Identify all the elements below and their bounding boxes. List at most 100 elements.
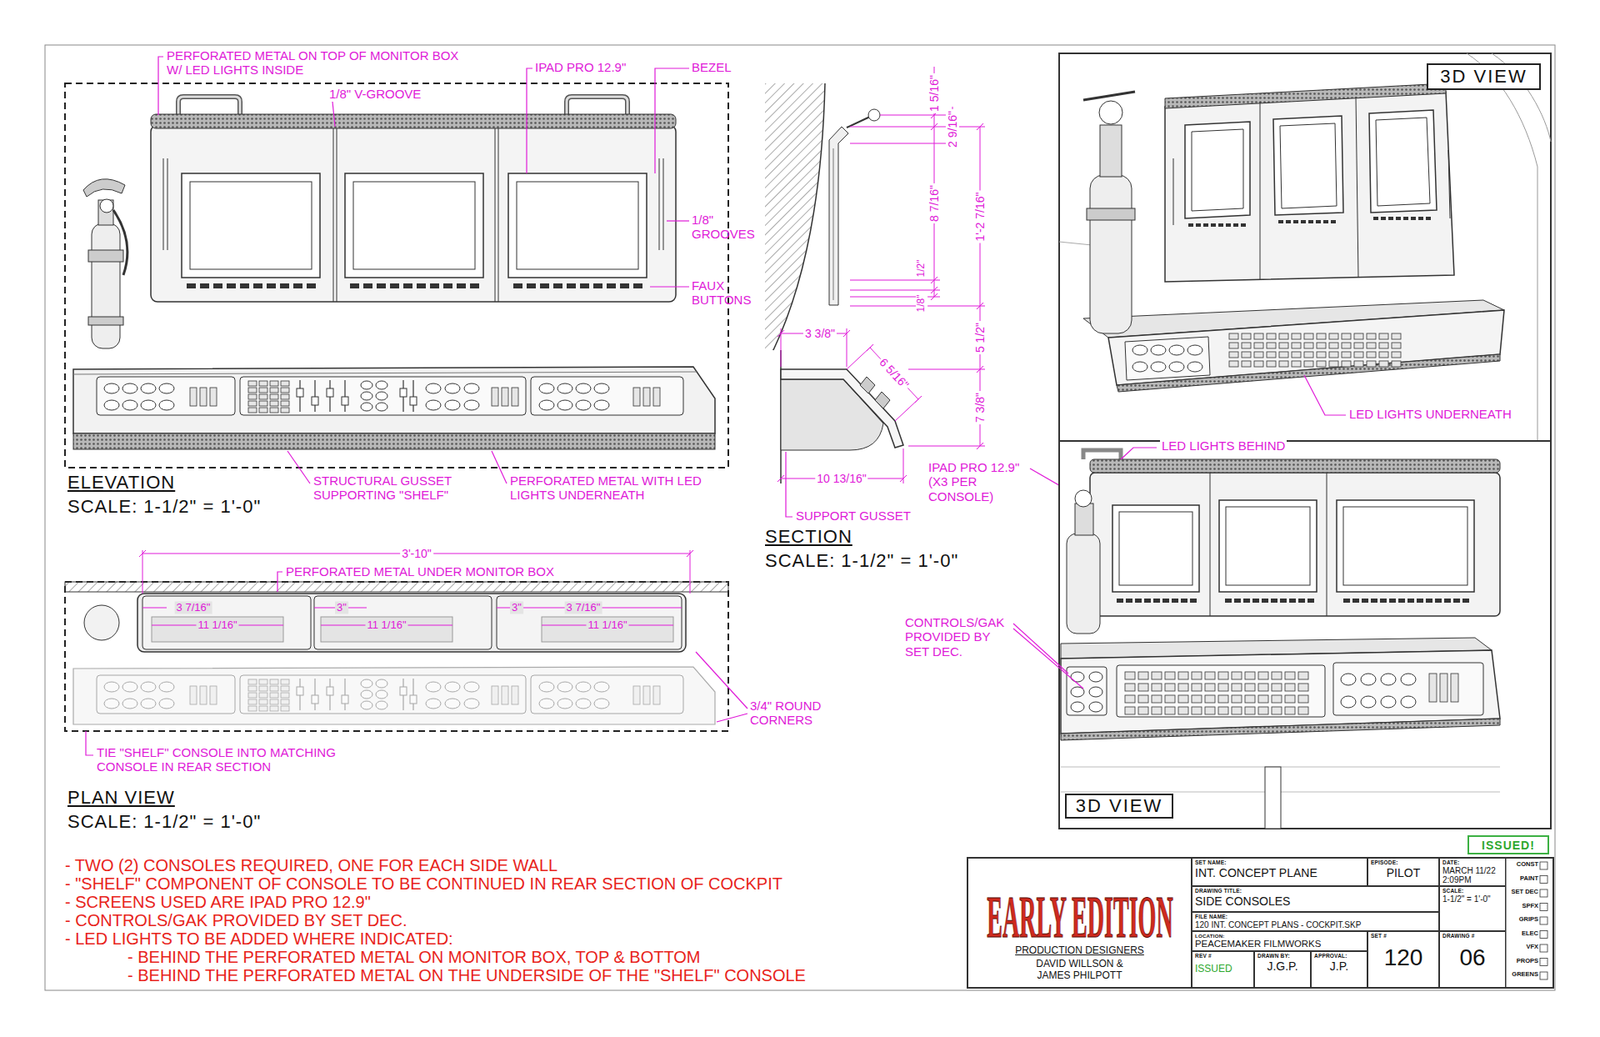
faux-buttons	[200, 283, 210, 289]
perspective-views	[1059, 440, 1551, 442]
console-controls	[1341, 351, 1351, 358]
leader-line	[785, 451, 793, 517]
console-controls	[1178, 671, 1189, 680]
console-controls	[1218, 695, 1229, 703]
console-controls	[1343, 598, 1350, 603]
console-controls	[1125, 671, 1135, 680]
console-controls	[1125, 695, 1135, 703]
general-note: - BEHIND THE PERFORATED METAL ON THE UND…	[127, 966, 806, 984]
console-controls	[1304, 360, 1314, 367]
elevation-drawing	[163, 158, 165, 250]
console-controls	[1165, 671, 1175, 680]
dimension-label: 11 1/16"	[195, 619, 239, 632]
faux-buttons	[280, 283, 290, 289]
title-block	[967, 857, 1554, 988]
console-controls	[1165, 683, 1175, 691]
console-controls	[1180, 598, 1188, 603]
plan-drawing	[151, 616, 284, 642]
console-controls	[1298, 671, 1309, 680]
plan-drawing	[137, 593, 686, 652]
callout-label: 1/8" GROOVES	[691, 212, 759, 242]
console-controls	[1379, 360, 1389, 367]
faux-buttons	[513, 283, 523, 289]
console-controls	[1178, 683, 1189, 691]
elevation-drawing	[566, 96, 628, 115]
dimension-label: 3 3/8"	[803, 326, 837, 340]
console-controls	[1450, 673, 1459, 702]
console-controls	[1271, 706, 1282, 715]
section-drawing	[780, 369, 904, 448]
dimension-line	[908, 445, 985, 447]
cell-value: INT. CONCEPT PLANE	[1195, 865, 1365, 880]
console-controls	[1391, 342, 1401, 349]
console-controls	[1308, 220, 1314, 224]
section-drawing	[829, 126, 849, 305]
elevation-drawing	[96, 376, 684, 415]
console-controls	[1070, 701, 1085, 712]
perspective-views	[1173, 158, 1175, 225]
dimension-label: 3"	[335, 601, 349, 615]
console-controls	[1379, 351, 1389, 358]
console-controls	[1366, 342, 1376, 349]
faux-buttons	[540, 283, 550, 289]
console-controls	[1444, 598, 1451, 603]
console-controls	[1132, 216, 1431, 372]
console-controls	[1270, 598, 1278, 603]
dimension-label: 11 1/16"	[365, 619, 408, 632]
console-controls	[1125, 683, 1135, 691]
console-controls	[1307, 598, 1315, 603]
console-controls	[1229, 351, 1239, 358]
faux-buttons	[470, 283, 480, 289]
general-note: - BEHIND THE PERFORATED METAL ON MONITOR…	[127, 948, 701, 965]
perspective-views	[1191, 129, 1244, 211]
dimension-line	[846, 344, 922, 421]
console-controls	[1400, 673, 1416, 685]
callout-label: PERFORATED METAL WITH LED LIGHTS UNDERNE…	[510, 473, 731, 503]
console-controls	[1298, 598, 1305, 603]
faux-buttons	[580, 283, 590, 289]
console-controls	[1233, 223, 1239, 227]
console-controls	[1293, 220, 1299, 224]
dimension-label: 3 7/16"	[565, 601, 603, 615]
cell-value: ISSUED	[1195, 962, 1251, 975]
console-controls	[1271, 695, 1282, 703]
console-controls	[1440, 673, 1448, 702]
console-controls	[1316, 351, 1326, 358]
console-controls	[1304, 333, 1314, 340]
dimension-label: 5 1/2"	[973, 320, 987, 355]
console-controls	[1231, 695, 1242, 703]
console-controls	[1190, 598, 1197, 603]
cell-heading: 3D VIEW	[1440, 67, 1527, 86]
faux-buttons	[306, 283, 316, 289]
section-drawing	[868, 109, 880, 121]
cell-value: MARCH 11/22 2:09PM	[1442, 865, 1503, 885]
console-controls	[1225, 223, 1231, 227]
console-controls	[1229, 360, 1239, 367]
console-controls	[1144, 598, 1151, 603]
console-controls	[1254, 333, 1264, 340]
console-controls	[1225, 598, 1232, 603]
console-controls	[1203, 223, 1209, 227]
callout-label: LED LIGHTS BEHIND	[1160, 438, 1287, 453]
callout-label: IPAD PRO 12.9"	[535, 60, 626, 75]
logo-cell: EARLY EDITIONPRODUCTION DESIGNERSDAVID W…	[967, 857, 1192, 988]
console-controls	[1429, 673, 1437, 702]
console-controls	[1462, 598, 1470, 603]
console-controls	[1316, 333, 1326, 340]
elevation-drawing	[498, 128, 500, 302]
perspective-views	[1066, 533, 1100, 634]
status-stamp: ISSUED!	[1467, 835, 1550, 855]
faux-buttons	[390, 283, 400, 289]
leader-line	[666, 220, 690, 221]
callout-label: STRUCTURAL GUSSET SUPPORTING "SHELF"	[313, 473, 480, 503]
console-controls	[1210, 223, 1216, 227]
cell-heading: FILE NAME:	[1195, 913, 1436, 920]
callout-label: LED LIGHTS UNDERNEATH	[1349, 406, 1512, 421]
console-controls	[1261, 598, 1269, 603]
leader-line	[277, 571, 283, 592]
title-block-cell: SCALE:1-1/2" = 1'-0"	[1439, 885, 1506, 931]
elevation-drawing	[65, 56, 729, 484]
console-controls	[1266, 333, 1276, 340]
perspective-views	[1333, 662, 1484, 715]
section-drawing	[860, 376, 875, 394]
